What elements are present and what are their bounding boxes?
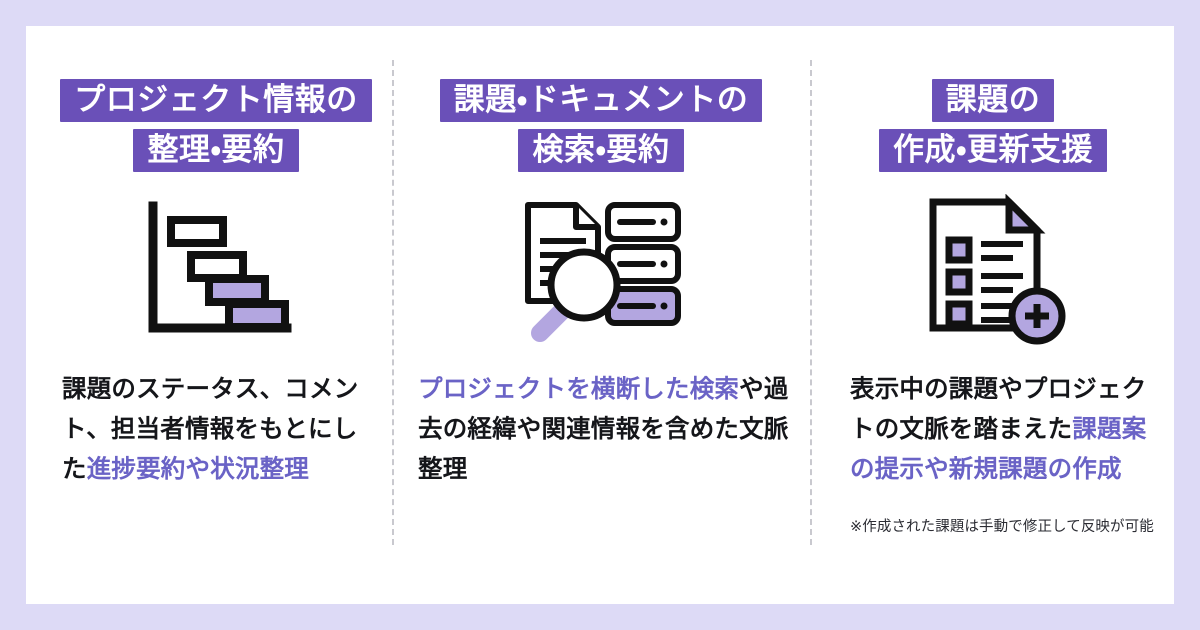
column-2-body-seg-2: や [739, 376, 764, 403]
column-1-body-seg-1: 課題のステータス、コメ [62, 376, 334, 403]
column-2-body-seg-1: プロジェクトを横断した検索 [418, 376, 740, 403]
column-3-body-seg-2: トの文脈を踏まえた [850, 416, 1073, 443]
column-2-icon-area [410, 175, 792, 365]
column-1-icon-area [50, 175, 382, 365]
column-2-heading-line-2: 検索・要約 [518, 129, 684, 172]
checklist-add-icon [929, 194, 1066, 345]
column-2-body-seg-3: 過去の経緯や関連情報を含めた [418, 376, 789, 443]
column-2-body-seg-4: 文脈整理 [418, 416, 789, 483]
feature-columns: プロジェクト情報の 整理・要約 課題のステータス、コ [26, 26, 1174, 604]
column-1-body-seg-4: 進捗要約や状況整理 [86, 456, 310, 483]
feature-column-1: プロジェクト情報の 整理・要約 課題のステータス、コ [26, 26, 392, 604]
column-1-heading-line-2: 整理・要約 [133, 129, 299, 172]
column-3-body-seg-3: 課題案 [1072, 416, 1147, 443]
column-3-note: ※作成された課題は手動で修正して反映が可能 [850, 519, 1154, 535]
column-3-body-seg-4: の提示や新規課題の作成 [850, 456, 1122, 483]
column-1-body-seg-3: した [62, 416, 358, 483]
column-3-heading-line-2: 作成・更新支援 [878, 129, 1108, 172]
column-2-body: プロジェクトを横断した検索や過去の経緯や関連情報を含めた文脈整理 [410, 365, 792, 490]
column-1-heading: プロジェクト情報の 整理・要約 [50, 26, 382, 175]
feature-column-2: 課題・ドキュメントの 検索・要約 [392, 26, 810, 604]
column-1-body-seg-2: ント、担当者情報をもとに [62, 376, 359, 443]
content-card: プロジェクト情報の 整理・要約 課題のステータス、コ [26, 26, 1174, 604]
document-search-icon [525, 202, 681, 342]
column-3-body-seg-1: 表示中の課題やプロジェク [850, 376, 1147, 403]
column-2-heading-line-1: 課題・ドキュメントの [439, 79, 763, 122]
column-1-heading-line-1: プロジェクト情報の [60, 79, 372, 122]
feature-column-3: 課題の 作成・更新支援 [810, 26, 1174, 604]
column-divider-1 [392, 60, 394, 545]
column-1-body: 課題のステータス、コメント、担当者情報をもとにした進捗要約や状況整理 [50, 365, 382, 490]
column-3-heading-line-1: 課題の [931, 79, 1055, 122]
gantt-chart-icon [148, 201, 292, 333]
column-3-body: 表示中の課題やプロジェクトの文脈を踏まえた課題案の提示や新規課題の作成 [828, 365, 1158, 490]
column-3-icon-area [828, 175, 1158, 365]
column-3-heading: 課題の 作成・更新支援 [828, 26, 1158, 175]
column-2-heading: 課題・ドキュメントの 検索・要約 [410, 26, 792, 175]
column-divider-2 [810, 60, 812, 545]
